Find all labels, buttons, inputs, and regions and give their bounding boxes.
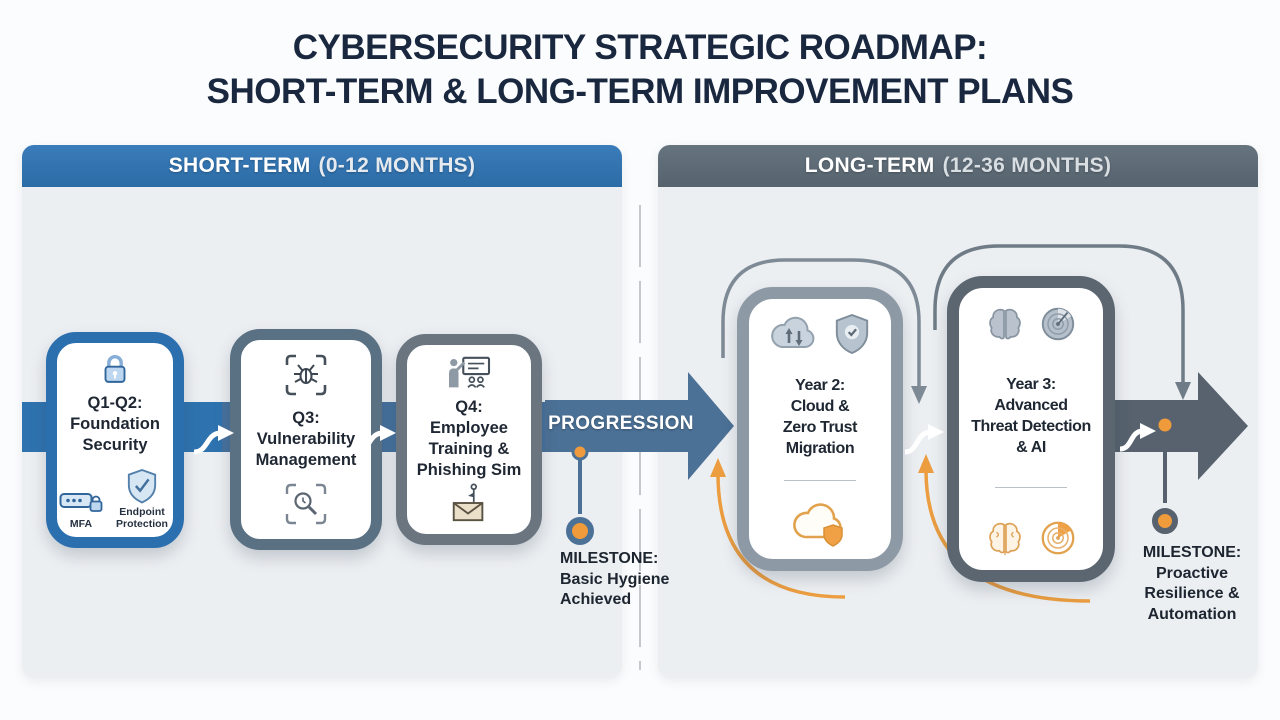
card-q3-line3: Management xyxy=(255,451,357,469)
card-q3-line1: Q3: xyxy=(292,409,320,427)
brain-orange-icon xyxy=(989,522,1021,556)
progression-label: PROGRESSION xyxy=(548,413,694,434)
milestone-proactive-resilience: MILESTONE: Proactive Resilience & Automa… xyxy=(1122,543,1262,625)
card-q1q2-line3: Security xyxy=(82,436,148,454)
page-title-line1: CYBERSECURITY STRATEGIC ROADMAP: xyxy=(292,28,988,67)
shield-check-icon xyxy=(835,313,869,355)
lock-icon xyxy=(104,355,126,383)
page-title-line2: SHORT-TERM & LONG-TERM IMPROVEMENT PLANS xyxy=(206,72,1074,111)
cloud-shield-orange-icon xyxy=(793,503,843,547)
card-q1q2-foundation-security: Q1-Q2: Foundation Security MFA Endpoint xyxy=(46,332,184,548)
card-q1q2-line1: Q1-Q2: xyxy=(87,394,143,412)
milestone1-line1: Basic Hygiene xyxy=(560,570,670,588)
card-q4-line4: Phishing Sim xyxy=(416,460,522,479)
card-year3-line2: Advanced xyxy=(994,396,1068,414)
card-q4-line2: Employee xyxy=(430,418,508,437)
short-term-header-main: SHORT-TERM xyxy=(168,154,311,177)
endpoint-protection-label: Endpoint Protection xyxy=(116,506,168,530)
long-term-header: LONG-TERM (12-36 MONTHS) xyxy=(658,145,1258,187)
card-q4-line3: Training & xyxy=(428,439,510,458)
card-year2-cloud-zero-trust: Year 2: Cloud & Zero Trust Migration xyxy=(737,287,903,571)
magnifier-scan-icon xyxy=(285,483,327,525)
card-year3-line3: Threat Detection xyxy=(971,417,1091,435)
card-q4-employee-training: Q4: Employee Training & Phishing Sim xyxy=(396,334,542,545)
bug-scan-icon xyxy=(285,354,327,396)
card-year2-line3: Zero Trust xyxy=(782,419,858,437)
card-q3-title: Q3: Vulnerability Management xyxy=(256,408,357,471)
milestone1-label: MILESTONE: xyxy=(560,550,659,567)
card-year2-line4: Migration xyxy=(785,440,855,458)
card-q4-line1: Q4: xyxy=(455,397,483,416)
card-q3-vulnerability-management: Q3: Vulnerability Management xyxy=(230,329,382,550)
card-q1q2-line2: Foundation xyxy=(70,415,160,433)
card-year2-line1: Year 2: xyxy=(795,377,845,395)
radar-orange-icon xyxy=(1041,521,1075,555)
radar-icon xyxy=(1041,307,1075,341)
card-year2-divider xyxy=(784,479,856,481)
page-title: CYBERSECURITY STRATEGIC ROADMAP: SHORT-T… xyxy=(0,26,1280,114)
brain-icon xyxy=(989,308,1021,340)
phishing-email-icon xyxy=(452,483,484,522)
sub-item-endpoint-protection: Endpoint Protection xyxy=(113,468,171,530)
milestone2-label: MILESTONE: xyxy=(1142,544,1242,561)
card-year3-line4: & AI xyxy=(1016,438,1046,456)
card-year3-title: Year 3: Advanced Threat Detection & AI xyxy=(971,374,1091,458)
card-q4-title: Q4: Employee Training & Phishing Sim xyxy=(417,397,522,481)
milestone2-line3: Automation xyxy=(1147,605,1237,623)
card-year3-line1: Year 3: xyxy=(1006,375,1056,393)
card-year3-threat-detection-ai: Year 3: Advanced Threat Detection & AI xyxy=(947,276,1115,582)
milestone-basic-hygiene: MILESTONE: Basic Hygiene Achieved xyxy=(560,549,700,611)
sub-item-mfa: MFA xyxy=(59,488,103,530)
long-term-header-main: LONG-TERM xyxy=(804,154,935,177)
mfa-password-icon xyxy=(59,493,103,512)
short-term-header: SHORT-TERM (0-12 MONTHS) xyxy=(22,145,622,187)
short-term-header-range: (0-12 MONTHS) xyxy=(318,154,476,177)
card-q1q2-title: Q1-Q2: Foundation Security xyxy=(70,393,160,456)
cloud-sync-icon xyxy=(771,316,815,348)
shield-check-icon xyxy=(127,469,157,504)
milestone2-line2: Resilience & xyxy=(1144,585,1240,602)
training-presentation-icon xyxy=(449,356,491,388)
card-year3-divider xyxy=(995,487,1067,489)
card-q3-line2: Vulnerability xyxy=(256,430,356,448)
milestone1-line2: Achieved xyxy=(560,591,632,608)
milestone2-line1: Proactive xyxy=(1155,564,1229,582)
card-year2-line2: Cloud & xyxy=(790,398,850,416)
card-year2-title: Year 2: Cloud & Zero Trust Migration xyxy=(782,375,858,459)
long-term-header-range: (12-36 MONTHS) xyxy=(942,154,1112,177)
mfa-label: MFA xyxy=(69,518,93,530)
